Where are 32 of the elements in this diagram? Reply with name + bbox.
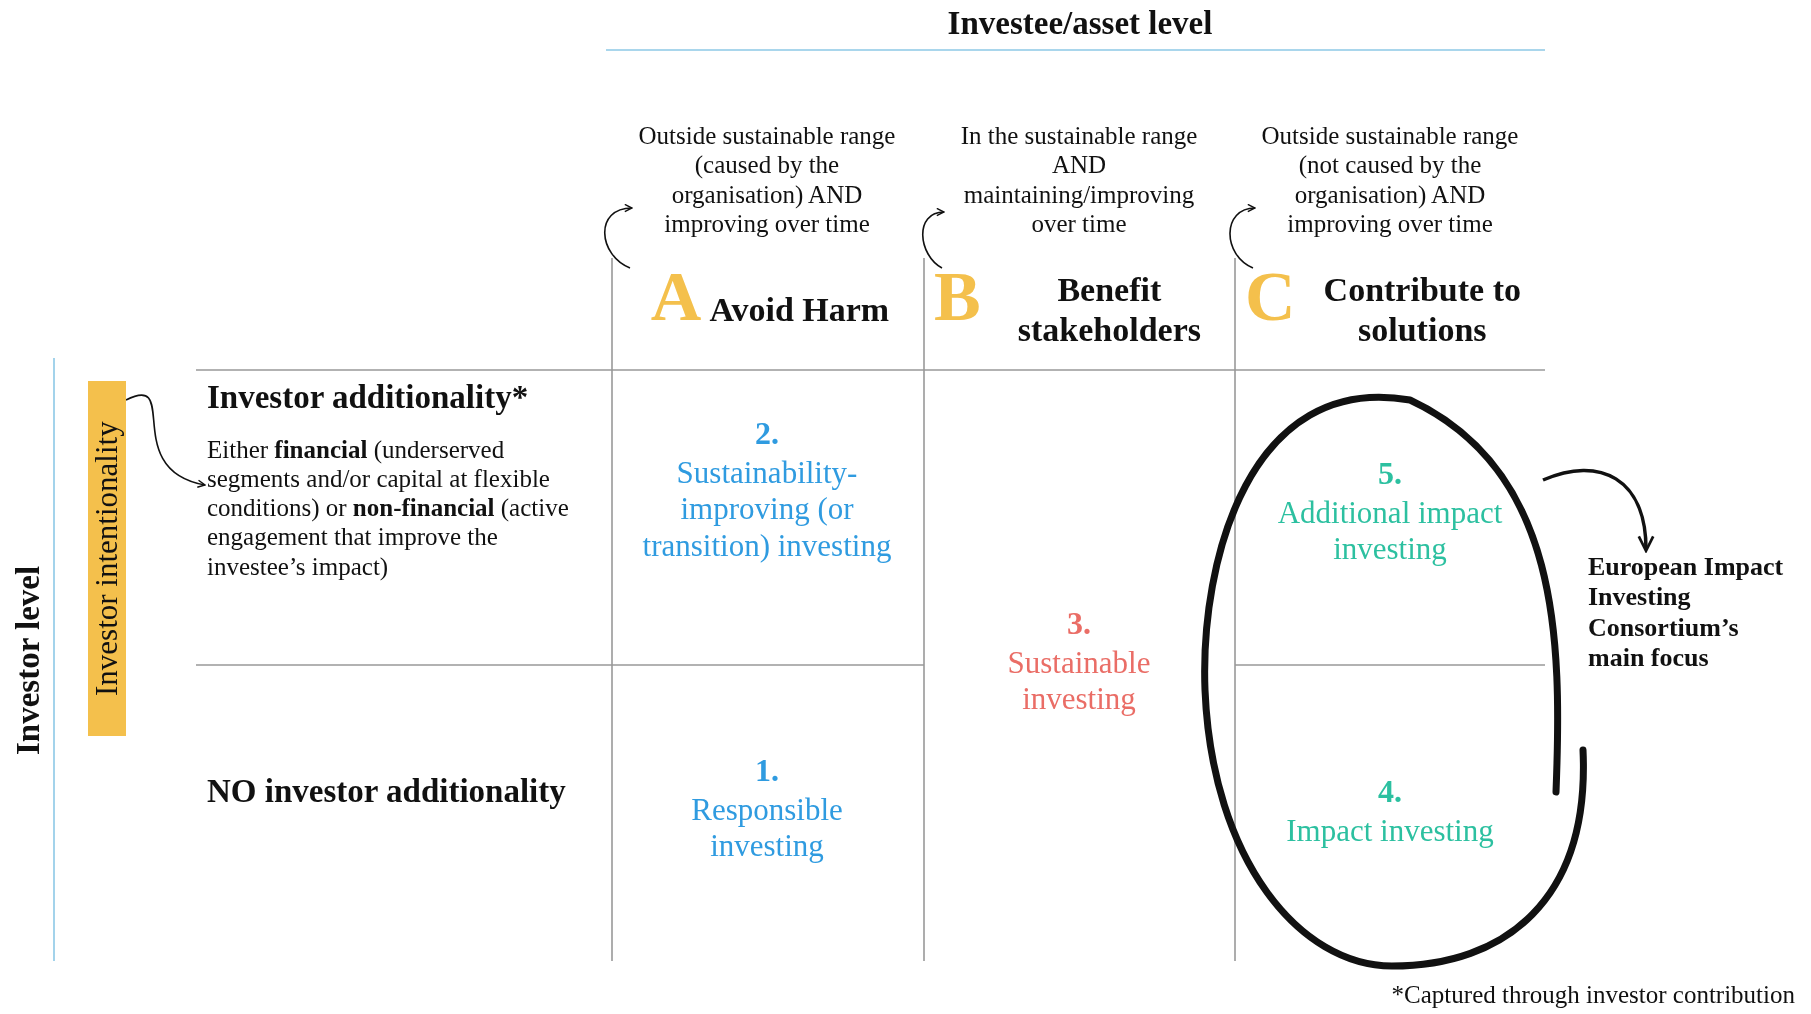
- row-heading: NO investor additionality: [207, 772, 567, 811]
- column-letter: A: [650, 262, 702, 332]
- cell-number: 3.: [1066, 605, 1092, 643]
- column-description: Outside sustainable range (caused by the organisation) AND improving over time: [632, 121, 902, 253]
- column-heading: Avoid Harm: [709, 290, 890, 330]
- curved-arrow: [125, 394, 206, 488]
- column-letter: B: [934, 262, 981, 332]
- cell-text: Sustainability-improving (or transition) investing: [642, 455, 892, 564]
- cell-number: 4.: [1377, 773, 1403, 811]
- column-heading: Contribute to solutions: [1322, 270, 1522, 350]
- column-heading: Benefit stakeholders: [1016, 270, 1202, 350]
- cell-text: Responsible investing: [690, 792, 844, 865]
- row-description: Either financial (underserved segments and/or capital at flexible conditions) or non-financial (active engagement that improve the investee’s impact): [207, 434, 570, 581]
- column-description: Outside sustainable range (not caused by the organisation) AND improving over time: [1255, 121, 1525, 253]
- cell-number: 2.: [754, 415, 780, 453]
- curved-arrow: [921, 208, 945, 269]
- annotation-text: European Impact Investing Consortium’s main focus: [1588, 552, 1798, 712]
- row-heading: Investor additionality*: [207, 378, 530, 417]
- cell-text: Sustainable investing: [1006, 645, 1152, 718]
- cell-number: 1.: [754, 752, 780, 790]
- curved-arrow: [1229, 204, 1256, 269]
- axis-title: Investee/asset level: [946, 4, 1214, 43]
- footnote: *Captured through investor contribution: [1390, 980, 1795, 1010]
- column-letter: C: [1245, 262, 1296, 332]
- axis-band: Investor intentionality: [88, 381, 126, 736]
- cell-text: Additional impact investing: [1276, 495, 1504, 568]
- cell-text: Impact investing: [1285, 813, 1495, 850]
- axis-title: Investor level: [9, 564, 47, 757]
- curved-arrow: [603, 204, 633, 269]
- curved-arrow: [1542, 468, 1654, 553]
- column-description: In the sustainable range AND maintaining/improving over time: [944, 121, 1214, 253]
- cell-number: 5.: [1377, 455, 1403, 493]
